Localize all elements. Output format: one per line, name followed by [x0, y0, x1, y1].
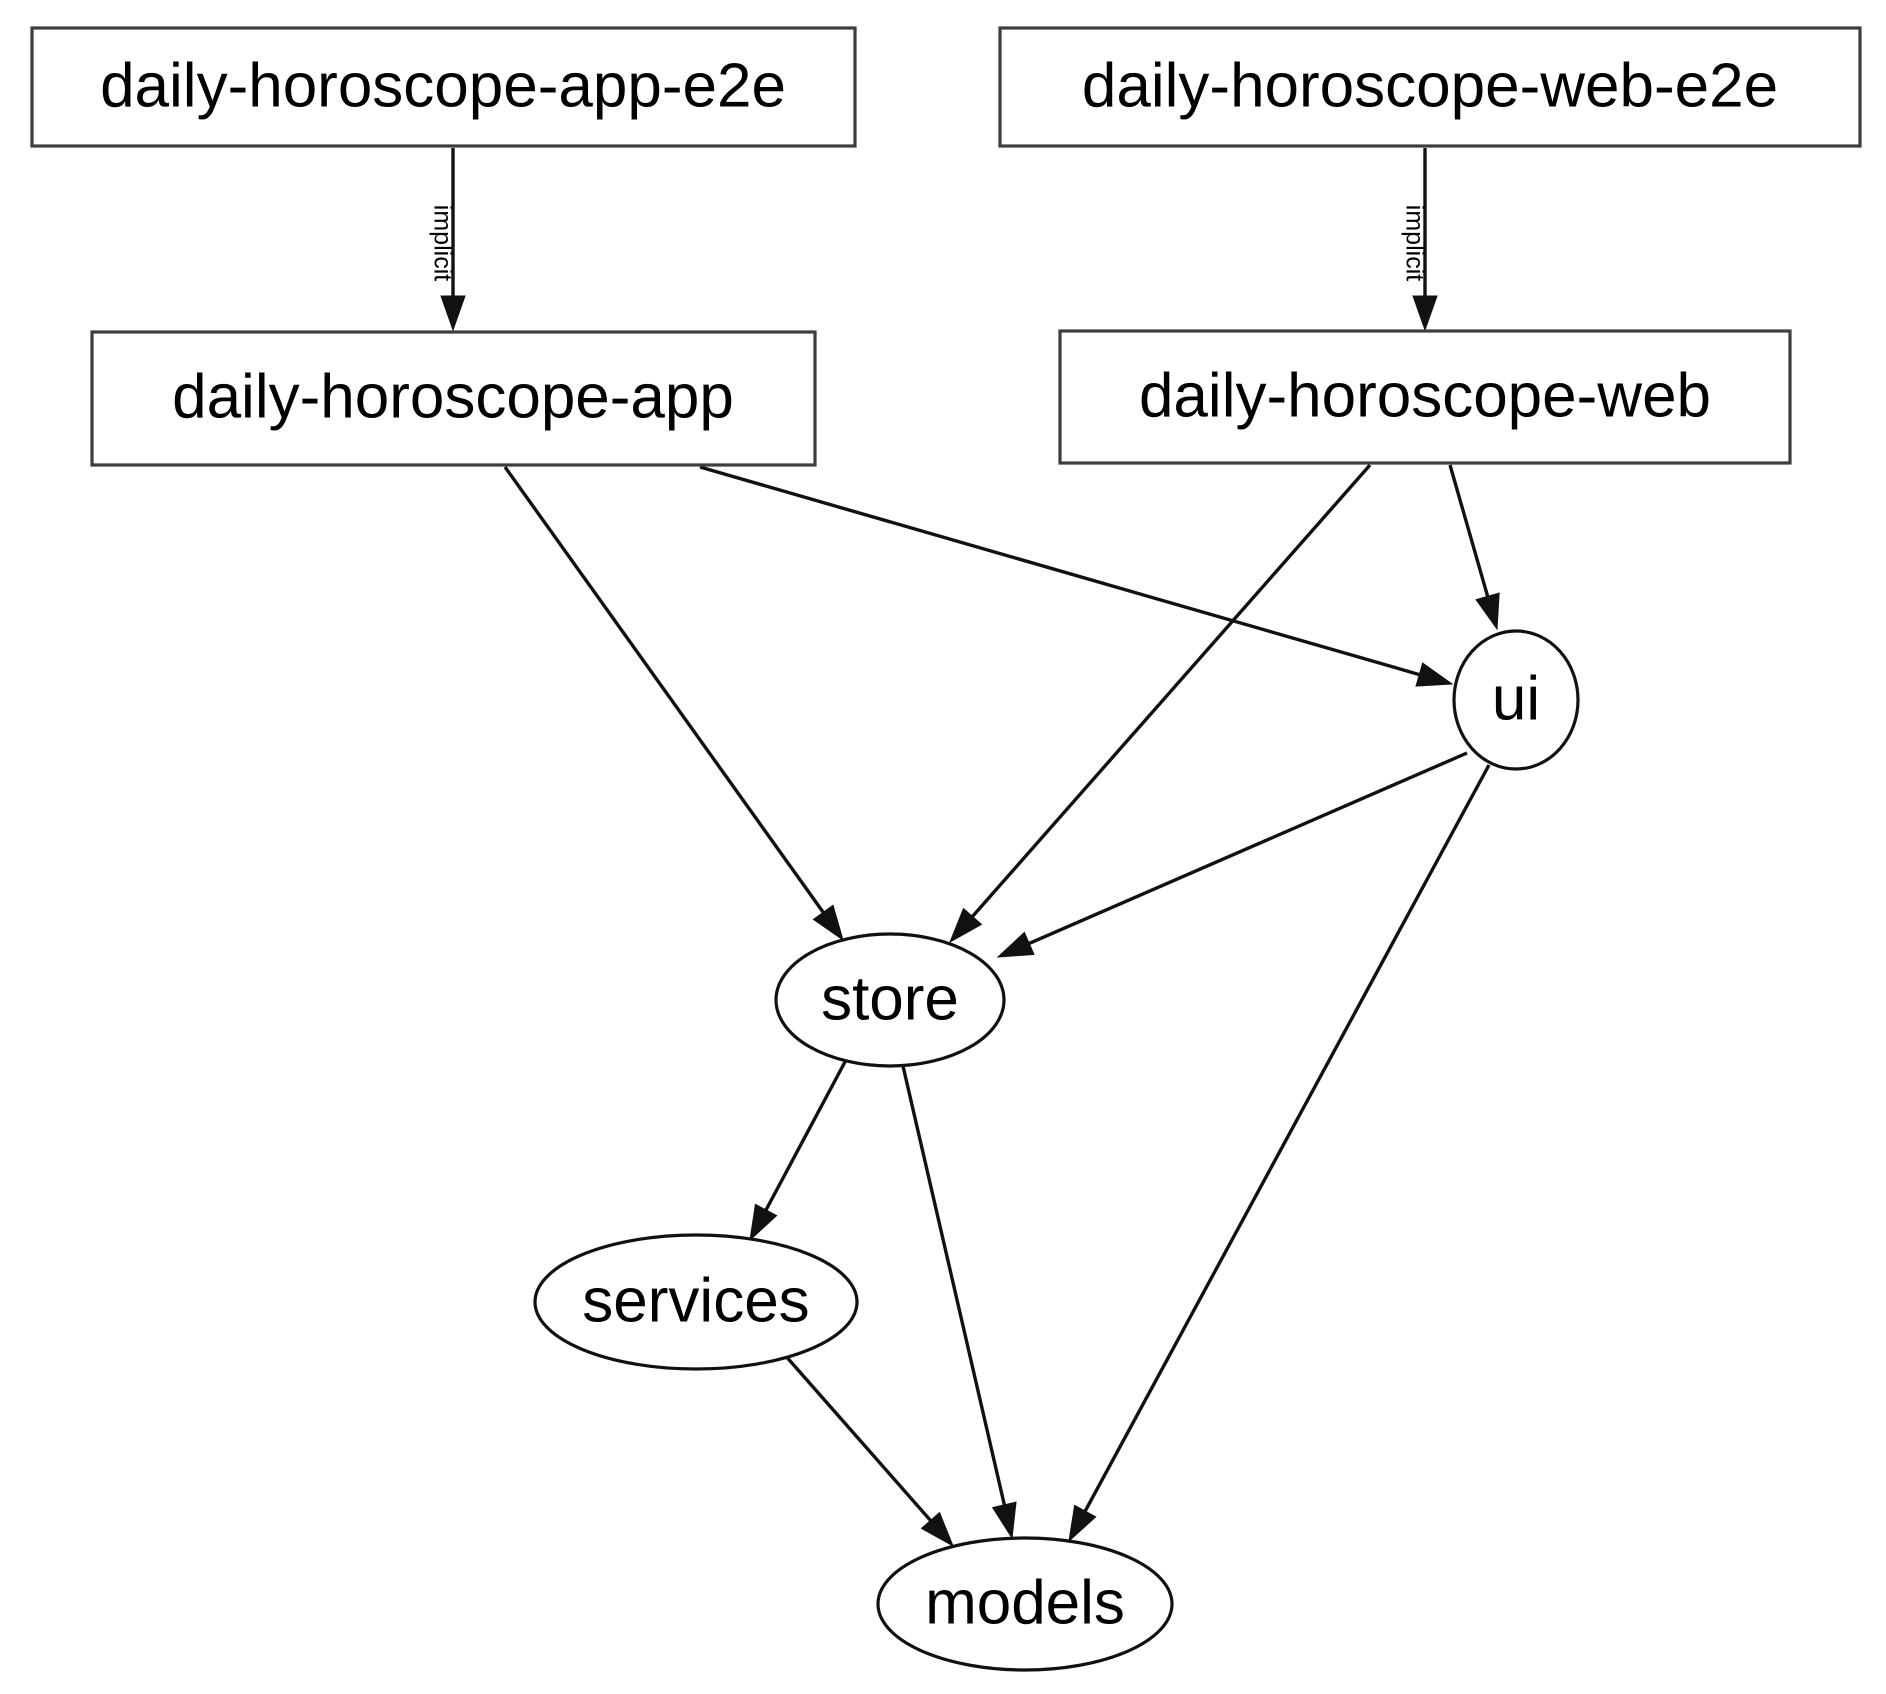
edge-line	[901, 1065, 1007, 1506]
node-label: models	[925, 1568, 1125, 1637]
edge-line	[764, 1059, 848, 1211]
edge-line	[782, 1352, 932, 1522]
graph-edge	[1068, 764, 1491, 1543]
node-shape-rect[interactable]	[998, 26, 1862, 148]
edge-line	[1448, 464, 1490, 597]
graph-edge	[901, 1065, 1017, 1540]
node-label: daily-horoscope-app	[172, 362, 734, 431]
node-shape-ellipse[interactable]	[533, 1233, 859, 1371]
edge-arrowhead	[440, 295, 466, 332]
node-label: daily-horoscope-web-e2e	[1082, 51, 1778, 120]
edge-label: implicit	[428, 205, 456, 281]
graph-edge: implicit	[1400, 148, 1438, 332]
node-label: daily-horoscope-web	[1139, 361, 1711, 430]
graph-edge	[699, 465, 1454, 687]
edge-arrowhead	[1412, 295, 1438, 332]
node-shape-rect[interactable]	[30, 26, 857, 148]
edge-arrowhead	[1475, 592, 1500, 631]
node-shape-rect[interactable]	[90, 330, 817, 467]
node-shape-ellipse[interactable]	[774, 932, 1006, 1068]
edge-arrowhead	[812, 904, 844, 942]
graph-edge	[503, 466, 844, 942]
graph-node-daily-horoscope-web[interactable]: daily-horoscope-web	[1058, 329, 1792, 465]
node-shape-ellipse[interactable]	[1452, 629, 1580, 771]
node-label: daily-horoscope-app-e2e	[100, 51, 786, 120]
edge-line	[503, 466, 825, 914]
edge-line	[971, 463, 1372, 918]
graph-edge	[749, 1059, 848, 1242]
graph-node-models[interactable]: models	[876, 1536, 1174, 1672]
graph-node-daily-horoscope-app[interactable]: daily-horoscope-app	[90, 330, 817, 467]
edge-arrowhead	[991, 1501, 1017, 1540]
graph-edge	[1448, 464, 1500, 631]
node-label: ui	[1492, 664, 1540, 733]
nodes-layer: daily-horoscope-app-e2e daily-horoscope-w…	[30, 26, 1862, 1672]
graph-node-ui[interactable]: ui	[1452, 629, 1580, 771]
node-label: store	[821, 964, 959, 1033]
edges-layer: implicit implicit	[428, 148, 1500, 1548]
graph-node-daily-horoscope-web-e2e[interactable]: daily-horoscope-web-e2e	[998, 26, 1862, 148]
edge-line	[1083, 764, 1491, 1512]
graph-edge	[949, 463, 1372, 944]
edge-arrowhead	[920, 1511, 954, 1548]
edge-line	[1028, 751, 1468, 945]
edge-label: implicit	[1400, 205, 1428, 281]
node-shape-rect[interactable]	[1058, 329, 1792, 465]
graph-node-daily-horoscope-app-e2e[interactable]: daily-horoscope-app-e2e	[30, 26, 857, 148]
edge-arrowhead	[1415, 662, 1454, 687]
edge-arrowhead	[1068, 1504, 1097, 1543]
edge-line	[699, 465, 1420, 677]
edge-arrowhead	[749, 1203, 778, 1242]
graph-node-services[interactable]: services	[533, 1233, 859, 1371]
edge-arrowhead	[949, 907, 983, 944]
graph-edge	[782, 1352, 954, 1548]
node-shape-ellipse[interactable]	[876, 1536, 1174, 1672]
graph-edge: implicit	[428, 148, 466, 332]
node-label: services	[582, 1266, 809, 1335]
edge-arrowhead	[996, 931, 1035, 958]
graph-node-store[interactable]: store	[774, 932, 1006, 1068]
graph-edge	[996, 751, 1468, 958]
